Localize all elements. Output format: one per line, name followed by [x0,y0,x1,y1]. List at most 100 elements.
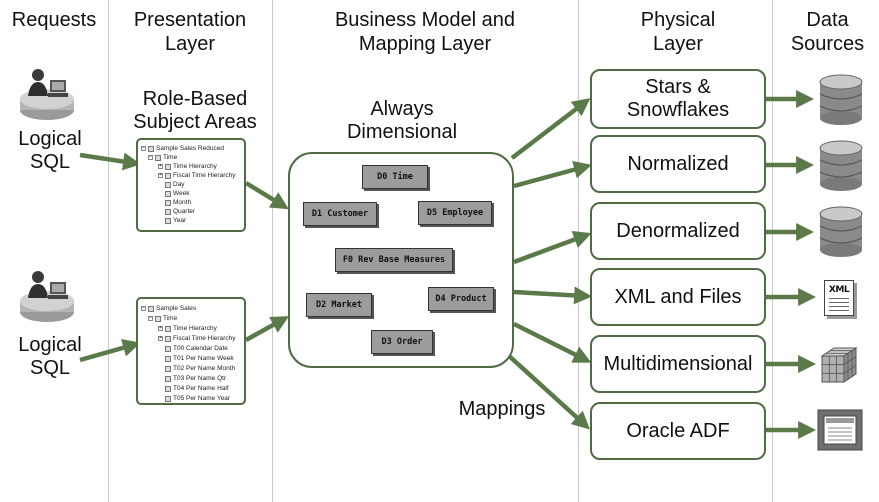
request-1-line2: SQL [29,151,71,173]
collapse-icon: − [148,154,153,160]
collapse-icon: − [141,145,146,151]
physical-stars-snowflakes: Stars & Snowflakes [590,69,766,129]
tree1-row: Week [165,189,190,198]
tree2-item: T04 Per Name Half [173,385,229,392]
tree2-item: Time [163,315,178,322]
table-d0-time: D0 Time [362,165,428,189]
tree2-item: Time Hierarchy [173,325,217,332]
tree1-item: Quarter [173,208,196,215]
tree1-row: Quarter [165,207,195,216]
xml-file-icon: XML [824,280,854,316]
table-d4-product: D4 Product [428,287,494,311]
denormalized-text: Denormalized [616,219,740,242]
tree2-item: T01 Per Name Week [173,355,234,362]
subject-area-tree-2: −Sample Sales −Time +Time Hierarchy +Fis… [136,297,246,405]
arrow-bm-to-multi [512,321,592,363]
column-icon [165,345,171,352]
physical-normalized: Normalized [590,135,766,193]
header-presentation: Presentation Layer [110,8,270,56]
header-business-line1: Business Model and [334,9,516,31]
header-requests: Requests [0,8,108,32]
tree2-root-row: −Sample Sales [141,304,196,313]
request-1-line1: Logical [18,128,82,150]
header-requests-text: Requests [11,9,97,31]
subject-area-icon [148,145,154,152]
header-sources-line1: Data [806,9,849,31]
tree1-item: Fiscal Time Hierarchy [173,172,236,179]
physical-multidimensional: Multidimensional [590,335,766,393]
arrow-sql1-to-tree1 [79,152,142,171]
collapse-icon: − [148,315,153,321]
header-sources-line2: Sources [790,33,865,55]
physical-denormalized: Denormalized [590,202,766,260]
tree2-item: T05 Per Name Year [173,395,231,402]
tree2-item: T00 Calendar Date [173,345,228,352]
database-icon [819,206,863,257]
always-line1: Always [370,98,434,120]
database-icon [819,74,863,125]
tree1-item: Time Hierarchy [173,163,217,170]
header-sources: Data Sources [776,8,879,56]
arrow-tree2-to-bm [244,316,290,342]
subject-area-tree-1: −Sample Sales Reduced −Time +Time Hierar… [136,138,246,232]
tree1-root: Sample Sales Reduced [156,145,224,152]
mappings-label: Mappings [458,398,546,420]
subject-area-icon [148,305,154,312]
request-2-line1: Logical [18,334,82,356]
tree2-row: T05 Per Name Year [165,394,230,403]
oracle-adf-text: Oracle ADF [626,419,730,442]
adf-window-icon [817,409,863,451]
arrow-sql2-to-tree2 [79,339,141,363]
tree1-item: Time [163,154,178,161]
database-icon [819,140,863,191]
physical-xml-files: XML and Files [590,268,766,326]
request-2-line2: SQL [29,357,71,379]
user-workstation-icon-1 [20,69,74,120]
header-physical-line1: Physical [640,9,716,31]
tree2-row: + Time Hierarchy [158,324,217,333]
tree1-row: Month [165,198,191,207]
folder-icon [155,315,161,322]
divider-3 [578,0,579,502]
xml-files-text: XML and Files [614,285,742,308]
arrow-bm-to-denormalized [513,231,592,265]
hierarchy-icon [165,335,171,342]
expand-icon: + [158,172,163,178]
column-icon [165,355,171,362]
expand-icon: + [158,325,163,331]
table-f0-rev-base-measures: F0 Rev Base Measures [335,248,453,272]
tree1-row: Year [165,216,186,225]
multidimensional-text: Multidimensional [603,352,753,375]
tree1-item: Week [173,190,190,197]
tree1-root-row: − Sample Sales Reduced [141,144,224,153]
tree1-item: Day [173,181,185,188]
arrow-bm-to-stars [510,98,591,160]
tree2-row: T04 Per Name Half [165,384,229,393]
table-d2-market: D2 Market [306,293,372,317]
tree2-row: T00 Calendar Date [165,344,228,353]
table-d3-order: D3 Order [371,330,433,354]
header-business-line2: Mapping Layer [358,33,492,55]
tree1-row: +Time Hierarchy [158,162,217,171]
hierarchy-icon [165,163,171,170]
column-icon [165,190,171,197]
divider-1 [108,0,109,502]
physical-oracle-adf: Oracle ADF [590,402,766,460]
column-icon [165,395,171,402]
tree2-item: T02 Per Name Month [173,365,236,372]
tree1-row: − Time [148,153,177,162]
user-workstation-icon-2 [20,271,74,322]
column-icon [165,375,171,382]
normalized-text: Normalized [627,152,729,175]
column-icon [165,365,171,372]
header-presentation-line2: Layer [164,33,216,55]
column-icon [165,181,171,188]
tree1-item: Year [173,217,187,224]
tree2-row: T02 Per Name Month [165,364,235,373]
stars-line1: Stars & [645,76,711,98]
column-icon [165,199,171,206]
tree1-item: Month [173,199,192,206]
arrow-bm-to-normalized [513,160,592,189]
always-dimensional-label: Always Dimensional [332,98,472,144]
role-based-label: Role-Based Subject Areas [120,88,270,134]
